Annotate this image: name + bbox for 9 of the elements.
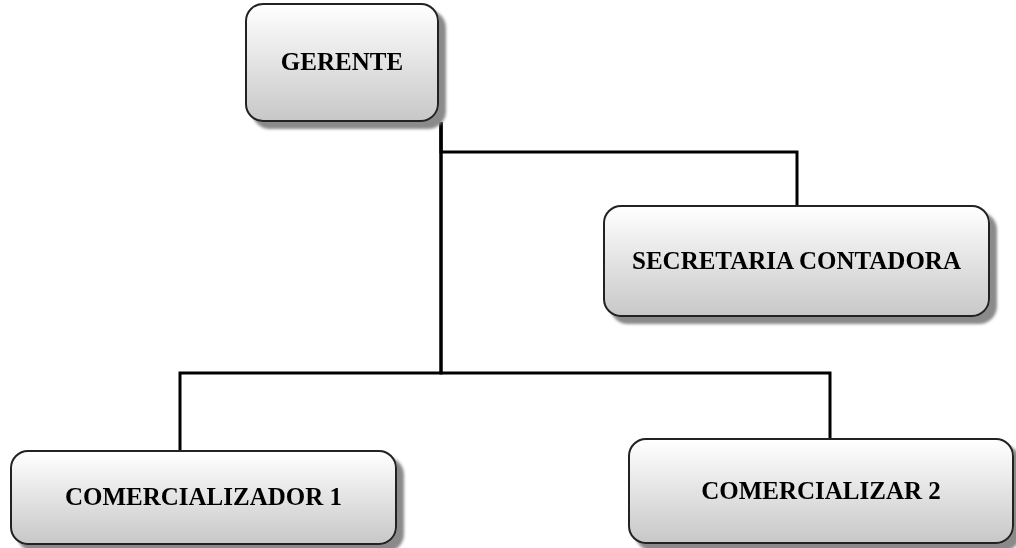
role-title: SECRETARIA CONTADORA <box>632 245 961 276</box>
role-title: COMERCIALIZADOR 1 <box>64 482 343 513</box>
role-title: GERENTE <box>280 47 404 78</box>
org-box <box>603 205 990 317</box>
org-box <box>10 450 397 545</box>
role-title: COMERCIALIZAR 2 <box>701 475 941 506</box>
connector-line <box>439 122 832 438</box>
org-box <box>628 438 1014 544</box>
org-box <box>245 3 439 122</box>
